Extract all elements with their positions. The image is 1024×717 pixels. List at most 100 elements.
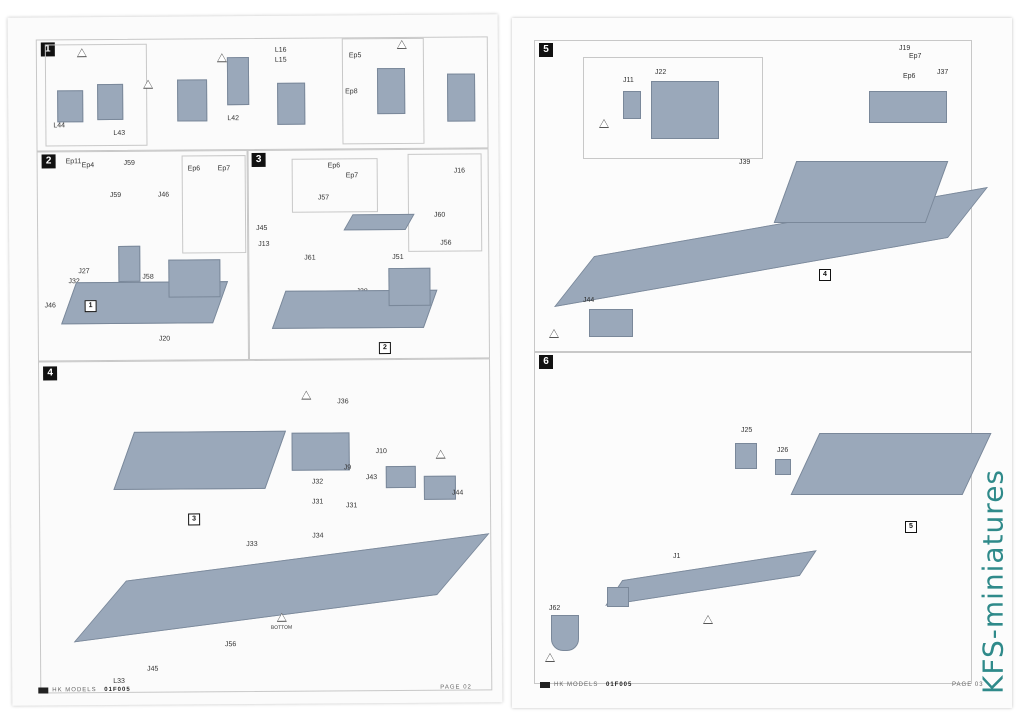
box-part xyxy=(607,587,629,607)
box-part xyxy=(385,465,416,489)
step-4-panel: 4 3 J36 J10 J9 J43 J44 J32 J31 J31 J33 J… xyxy=(38,358,493,694)
part-label: J58 xyxy=(142,273,154,281)
part-label: Ep6 xyxy=(903,73,916,80)
triangle-icon xyxy=(396,39,407,50)
part-label: J39 xyxy=(739,159,751,166)
seat-part xyxy=(775,459,791,475)
triangle-icon xyxy=(276,612,287,622)
part-label: J9 xyxy=(343,464,352,472)
triangle-icon xyxy=(216,53,227,63)
nose-part xyxy=(589,309,633,337)
step-1-panel: 1 L44 L43 L42 L16 L15 Ep5 Ep8 xyxy=(35,36,489,152)
part-label: Ep8 xyxy=(345,88,358,96)
part-label: J37 xyxy=(937,69,949,76)
reference-box: 2 xyxy=(378,342,391,355)
bulkhead-part xyxy=(869,91,947,123)
seat-part xyxy=(735,443,757,469)
reference-box: 5 xyxy=(905,521,917,533)
step-6-panel: 6 5 J25 J26 J1 J62 xyxy=(534,352,992,684)
bulkhead-part xyxy=(651,81,719,139)
part-label: Ep6 xyxy=(327,162,341,170)
part-label: J27 xyxy=(78,268,90,276)
seat-part xyxy=(97,83,124,121)
part-label: L16 xyxy=(274,46,287,54)
part-label: Ep6 xyxy=(187,165,201,173)
step-number: 3 xyxy=(251,152,266,168)
seat-part xyxy=(177,79,208,122)
instruction-page-left: 1 L44 L43 L42 L16 L15 Ep5 Ep8 2 Ep11 Ep4… xyxy=(7,14,503,706)
part-label: J31 xyxy=(345,502,358,510)
step-number: 2 xyxy=(41,154,56,169)
part-label: L33 xyxy=(113,677,125,685)
footer-code: 01F005 xyxy=(104,686,131,694)
part-label: Ep7 xyxy=(217,165,231,173)
triangle-icon xyxy=(549,329,559,338)
step-2-panel: 2 Ep11 Ep4 J59 J59 J46 Ep6 Ep7 J27 J32 J… xyxy=(36,150,251,362)
part-label: J1 xyxy=(673,553,681,560)
detail-box xyxy=(407,153,483,252)
brand-logo-icon xyxy=(540,682,550,688)
reference-box: 3 xyxy=(188,513,201,526)
part-label: Ep7 xyxy=(345,172,359,180)
part-label: Ep11 xyxy=(65,158,82,166)
part-label: J43 xyxy=(365,474,378,482)
triangle-icon xyxy=(435,449,446,459)
console-part xyxy=(168,259,221,298)
reference-box: 1 xyxy=(84,300,97,313)
part-label: J44 xyxy=(583,297,595,304)
seat-back-part xyxy=(226,57,250,106)
detail-box xyxy=(583,57,763,159)
part-label: J59 xyxy=(109,191,122,200)
part-label: J11 xyxy=(623,77,634,84)
part-label: J10 xyxy=(375,448,387,456)
footer-code: 01F005 xyxy=(606,682,633,688)
seat-part xyxy=(447,73,476,122)
part-label: J51 xyxy=(392,253,404,262)
part-label: J56 xyxy=(440,239,452,247)
part-label: L15 xyxy=(274,56,287,64)
triangle-icon xyxy=(301,390,312,400)
part-label: Ep7 xyxy=(909,53,922,60)
bottom-label: BOTTOM xyxy=(270,624,293,631)
cockpit-assembly-part xyxy=(773,161,949,223)
part-label: J61 xyxy=(304,254,316,262)
footer-brand: HK MODELS xyxy=(554,682,599,688)
watermark-text: KFS-miniatures xyxy=(976,468,1010,695)
part-label: J19 xyxy=(899,45,911,52)
floor-panel-part xyxy=(605,550,817,606)
part-label: J34 xyxy=(312,532,324,540)
part-label: J13 xyxy=(258,240,270,248)
part-label: Ep5 xyxy=(348,52,362,60)
seat-part xyxy=(118,245,141,282)
brand-logo-icon xyxy=(38,687,49,694)
part-label: J60 xyxy=(433,211,446,219)
page-number: PAGE 03 xyxy=(952,682,984,688)
step-number: 4 xyxy=(43,366,58,381)
nose-part xyxy=(551,615,579,651)
panel-part xyxy=(623,91,641,119)
triangle-icon xyxy=(545,653,555,662)
part-label: J45 xyxy=(256,224,268,232)
part-label: J57 xyxy=(317,194,330,202)
triangle-icon xyxy=(76,48,87,58)
console-part xyxy=(388,267,431,307)
seat-part xyxy=(277,82,306,125)
part-label: J33 xyxy=(246,540,258,549)
part-label: J16 xyxy=(453,167,466,175)
step-5-panel: 5 J11 J22 J19 Ep7 Ep6 J37 J39 J44 4 xyxy=(534,40,988,352)
part-label: J22 xyxy=(655,69,667,76)
part-label: L44 xyxy=(53,122,66,130)
footer-brand: HK MODELS xyxy=(52,687,97,694)
step-3-panel: 3 Ep6 Ep7 J57 J16 J45 J13 J61 J60 J56 J3… xyxy=(246,148,490,361)
seat-part xyxy=(57,90,84,123)
part-label: J20 xyxy=(158,335,171,343)
part-label: J56 xyxy=(224,641,237,649)
part-label: J36 xyxy=(337,398,349,406)
part-label: J31 xyxy=(311,498,324,506)
part-label: J45 xyxy=(147,665,159,673)
instruction-page-right: 5 J11 J22 J19 Ep7 Ep6 J37 J39 J44 4 6 5 … xyxy=(512,18,1012,708)
cockpit-assembly-part xyxy=(113,430,287,490)
cabin-part xyxy=(291,432,350,471)
part-label: J25 xyxy=(741,427,753,434)
cockpit-assembly-part xyxy=(790,433,992,495)
